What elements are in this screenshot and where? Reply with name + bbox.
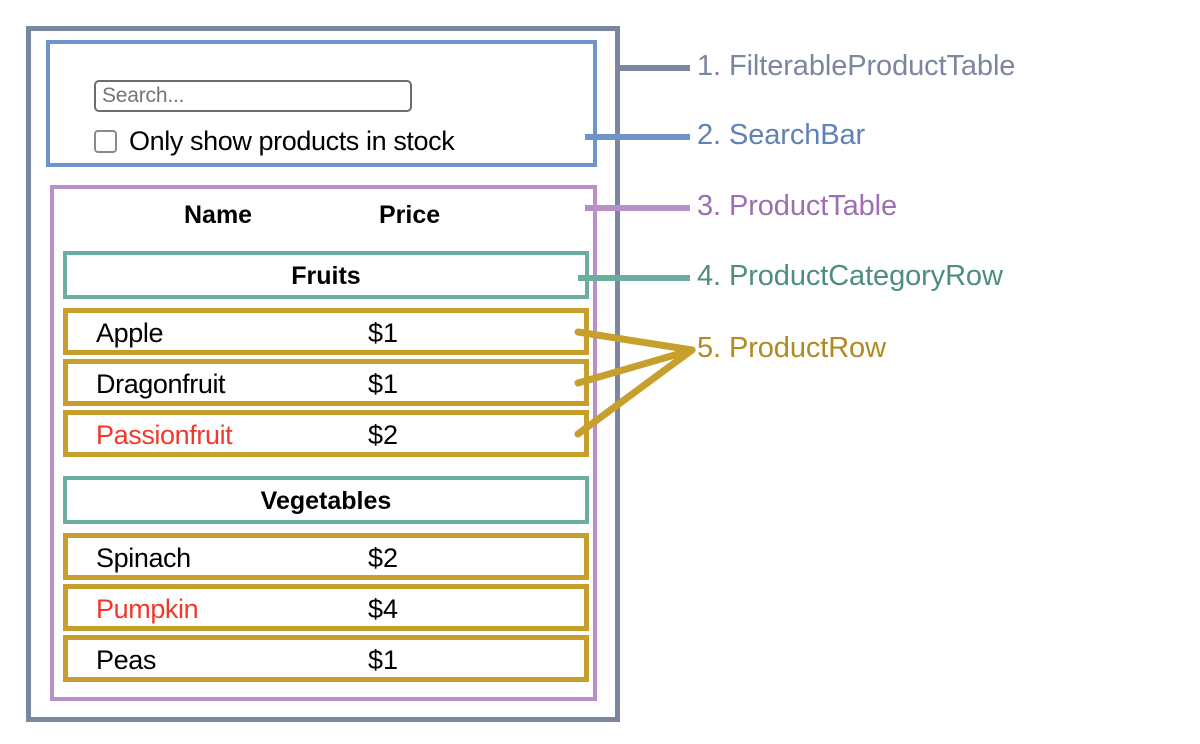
in-stock-filter-row[interactable]: Only show products in stock (94, 126, 455, 157)
product-row: Dragonfruit $1 (63, 359, 589, 406)
legend-label: ProductTable (728, 190, 898, 222)
column-header-name: Name (184, 201, 253, 229)
product-price: $1 (368, 369, 399, 399)
legend-item-productrow: 5. ProductRow (697, 332, 886, 365)
product-row: Spinach $2 (63, 533, 589, 580)
product-category-row: Fruits (63, 251, 589, 299)
product-row: Apple $1 (63, 308, 589, 355)
product-category-label: Fruits (291, 262, 361, 290)
product-price: $2 (368, 420, 399, 450)
legend-number: 5. (697, 332, 721, 364)
product-name: Apple (96, 318, 164, 348)
legend-item-searchbar: 2. SearchBar (697, 119, 865, 152)
product-table-header: Name Price (54, 201, 593, 239)
product-price: $2 (368, 543, 399, 573)
product-table-box: Name Price Fruits Apple $1 Dragonfruit $… (50, 185, 597, 701)
product-row: Peas $1 (63, 635, 589, 682)
legend-label: SearchBar (728, 119, 866, 151)
product-row: Pumpkin $4 (63, 584, 589, 631)
legend-label: ProductRow (728, 332, 886, 364)
product-name: Peas (96, 645, 156, 675)
legend-number: 2. (697, 119, 721, 151)
product-category-row: Vegetables (63, 476, 589, 524)
search-input[interactable] (94, 80, 412, 112)
product-price: $1 (368, 645, 399, 675)
search-bar-box: Only show products in stock (46, 40, 597, 167)
in-stock-checkbox-label: Only show products in stock (129, 126, 455, 156)
column-header-price: Price (379, 201, 441, 229)
legend-label: FilterableProductTable (728, 50, 1016, 82)
product-row: Passionfruit $2 (63, 410, 589, 457)
legend-number: 1. (697, 50, 721, 82)
legend-item-producttable: 3. ProductTable (697, 190, 897, 223)
product-name: Dragonfruit (96, 369, 226, 399)
product-price: $4 (368, 594, 399, 624)
legend-item-productcategoryrow: 4. ProductCategoryRow (697, 260, 1003, 293)
in-stock-checkbox[interactable] (94, 130, 117, 153)
product-price: $1 (368, 318, 399, 348)
legend-number: 3. (697, 190, 721, 222)
product-name: Spinach (96, 543, 191, 573)
legend-number: 4. (697, 260, 721, 292)
product-name: Passionfruit (96, 420, 233, 450)
legend-item-filterableproducttable: 1. FilterableProductTable (697, 50, 1015, 83)
product-name: Pumpkin (96, 594, 199, 624)
legend-label: ProductCategoryRow (728, 260, 1003, 292)
product-category-label: Vegetables (260, 487, 392, 515)
